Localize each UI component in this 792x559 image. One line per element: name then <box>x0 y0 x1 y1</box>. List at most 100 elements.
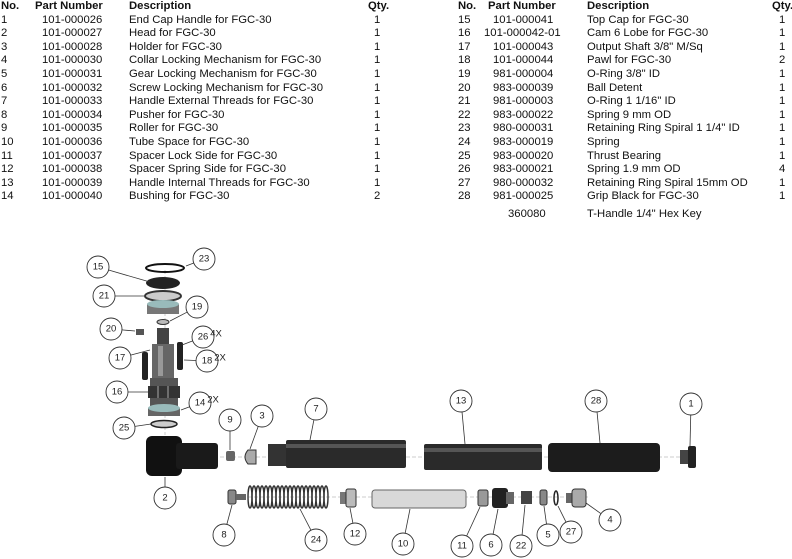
leader-line <box>183 359 197 361</box>
quantity: 1 <box>374 108 381 121</box>
description: Cam 6 Lobe for FGC-30 <box>587 27 709 40</box>
part-number: 101-000035 <box>42 122 103 135</box>
row-number: 24 <box>458 135 471 148</box>
description: Spacer Lock Side for FGC-30 <box>129 149 278 162</box>
row-number: 3 <box>1 40 8 53</box>
part-20-ball-detent <box>136 329 144 335</box>
part-number: 101-000037 <box>42 149 103 162</box>
part-number: 101-000041 <box>493 13 554 26</box>
callout-number: 2 <box>162 493 167 504</box>
quantity: 1 <box>779 95 786 108</box>
description: Collar Locking Mechanism for FGC-30 <box>129 54 322 67</box>
quantity-suffix: 4X <box>210 329 222 340</box>
leader-line <box>181 340 193 346</box>
part-18-pawls <box>142 342 183 380</box>
quantity: 1 <box>779 67 786 80</box>
part-number: 980-000032 <box>493 176 554 189</box>
callout-number: 10 <box>398 539 409 550</box>
callout-number: 24 <box>311 535 322 546</box>
leader-line <box>185 262 194 267</box>
part-27-retaining-ring <box>553 490 559 506</box>
part-28-grip <box>548 443 660 472</box>
callout-3: 3 <box>249 404 274 450</box>
callout-8: 8 <box>212 504 236 547</box>
part-6-screw-lock <box>492 488 514 508</box>
row-number: 8 <box>1 108 8 121</box>
callout-5: 5 <box>536 505 560 547</box>
part-25-thrust-bearing <box>150 419 178 429</box>
row-number: 19 <box>458 67 471 80</box>
description: Spacer Spring Side for FGC-30 <box>129 163 286 176</box>
description: Top Cap for FGC-30 <box>587 13 689 26</box>
callout-number: 28 <box>591 396 602 407</box>
row-number: 27 <box>458 176 471 189</box>
leader-line <box>108 269 151 283</box>
quantity: 1 <box>374 95 381 108</box>
leader-line <box>309 419 315 441</box>
header-no: No. <box>1 0 20 12</box>
part-number: 983-000019 <box>493 135 554 148</box>
callout-27: 27 <box>557 505 583 544</box>
part-5-gear-lock <box>539 489 548 506</box>
callout-number: 3 <box>259 411 264 422</box>
quantity: 1 <box>779 190 786 203</box>
callout-1: 1 <box>679 392 703 447</box>
description: Ball Detent <box>587 81 643 94</box>
quantity-suffix: 2X <box>214 353 226 364</box>
row-number: 20 <box>458 81 471 94</box>
part-9-roller <box>226 451 235 461</box>
part-22-spring <box>521 491 532 504</box>
quantity: 1 <box>779 135 786 148</box>
parts-table-left: No. Part Number Description Qty. 1 101-00… <box>0 0 400 204</box>
description: End Cap Handle for FGC-30 <box>129 13 272 26</box>
description: O-Ring 3/8" ID <box>587 67 661 80</box>
quantity: 1 <box>779 13 786 26</box>
quantity: 1 <box>779 122 786 135</box>
row-number: 2 <box>1 27 8 40</box>
part-number: 101-000038 <box>42 163 103 176</box>
callout-number: 1 <box>688 399 693 410</box>
quantity: 1 <box>374 176 381 189</box>
callout-21: 21 <box>92 284 145 308</box>
callout-2: 2 <box>153 477 177 510</box>
leader-line <box>349 507 354 524</box>
callout-9: 9 <box>218 408 242 450</box>
callout-20: 20 <box>99 317 136 341</box>
callout-number: 20 <box>106 324 117 335</box>
description: Roller for FGC-30 <box>129 122 219 135</box>
part-number: 101-000040 <box>42 190 103 203</box>
part-10-tube-space <box>371 489 467 509</box>
quantity: 1 <box>779 108 786 121</box>
leader-line <box>121 329 136 332</box>
description: O-Ring 1 1/16" ID <box>587 95 676 108</box>
part-8-pusher <box>227 489 246 505</box>
quantity: 1 <box>374 81 381 94</box>
description: Holder for FGC-30 <box>129 40 222 53</box>
callout-number: 13 <box>456 396 467 407</box>
leader-line <box>461 411 466 445</box>
leader-line <box>134 423 152 427</box>
leader-line <box>249 426 259 450</box>
callout-4: 4 <box>585 502 622 532</box>
leader-line <box>226 504 233 525</box>
header-description: Description <box>129 0 192 12</box>
callout-number: 22 <box>516 541 527 552</box>
header-qty: Qty. <box>368 0 390 12</box>
row-number: 22 <box>458 108 471 121</box>
quantity: 1 <box>779 81 786 94</box>
table-header: No. Part Number Description Qty. <box>0 0 400 14</box>
callout-number: 11 <box>457 541 467 552</box>
callout-16: 16 <box>105 380 148 404</box>
part-number: 101-000027 <box>42 27 103 40</box>
